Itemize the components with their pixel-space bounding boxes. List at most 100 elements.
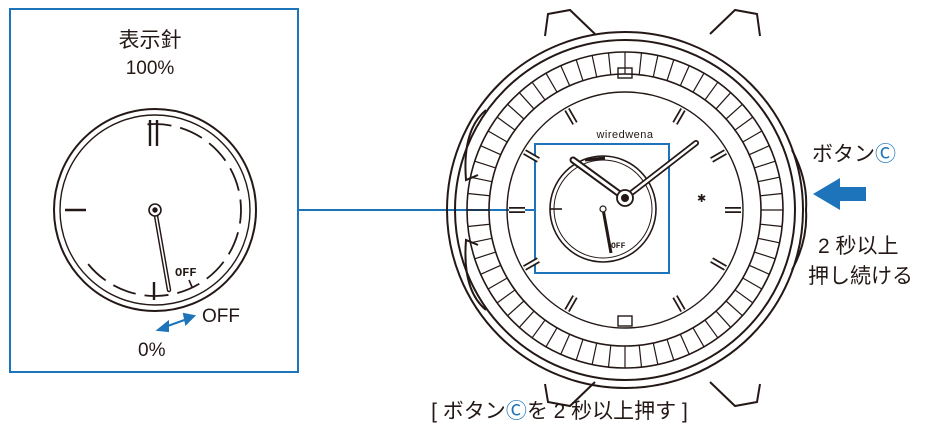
bezel-segment: [748, 264, 770, 275]
caption-prefix: [ ボタン: [431, 400, 506, 423]
watch-button-left-bottom: [464, 238, 487, 311]
bezel-segment: [470, 176, 493, 183]
watch-hands: [569, 140, 699, 207]
bezel-segment: [760, 223, 783, 228]
button-c-mark: Ⓒ: [875, 143, 896, 166]
hour-marker-inner: [673, 108, 685, 125]
bezel-segment: [507, 103, 525, 120]
inset-dial-arc-segment: [112, 284, 136, 295]
bezel-segment: [507, 300, 525, 317]
watch-button-c: [791, 149, 808, 271]
bezel-segment: [607, 345, 612, 368]
bezel-segment: [480, 264, 502, 275]
bezel-segment: [754, 160, 776, 169]
inset-dial-arc-segment: [208, 142, 227, 162]
bezel-segments: [467, 52, 783, 368]
bezel-segment: [467, 223, 490, 228]
hour-marker-inner: [523, 150, 540, 162]
inset-frame: [9, 8, 299, 373]
bezel-segment: [757, 237, 780, 244]
inset-dial-arc-segment: [229, 167, 240, 191]
hour-marker-inner: [710, 150, 727, 162]
bezel-segment: [474, 251, 496, 260]
bezel-segment: [742, 277, 763, 290]
bezel-segment: [591, 55, 598, 78]
inset-dial-arc-segment: [177, 282, 200, 294]
bezel-segment: [470, 237, 493, 244]
bezel-segment: [496, 116, 516, 131]
inset-label-100: 100%: [125, 58, 175, 79]
inset-dial-arc-segment: [87, 263, 107, 282]
inset-title: 表示針: [118, 29, 182, 52]
bezel-segment: [591, 342, 598, 365]
hour-markers: [509, 108, 741, 312]
bezel-segment: [757, 176, 780, 183]
inset-dial-arc-segment: [227, 232, 239, 255]
bezel-segment: [704, 81, 719, 101]
bezel-segment: [518, 92, 535, 110]
bezel-segment: [638, 345, 643, 368]
bezel-segment: [487, 277, 508, 290]
inset-dial-ticks: [65, 120, 242, 300]
hour-marker-inner: [673, 295, 685, 312]
bezel-segment: [725, 300, 743, 317]
inset-dial: [53, 108, 257, 312]
bezel-segment: [480, 145, 502, 156]
watch-brand: wiredwena: [595, 129, 653, 141]
subdial-highlight-box: [534, 143, 670, 274]
bezel-segment: [652, 55, 659, 78]
bezel-segment: [734, 289, 754, 304]
bezel-segment: [748, 145, 770, 156]
bezel-segment: [518, 310, 535, 328]
inset-label-0: 0%: [138, 340, 166, 361]
bezel-segment: [607, 52, 612, 75]
bezel-segment: [560, 333, 571, 355]
bezel-segment: [692, 327, 705, 348]
caption-suffix: を 2 秒以上押す ]: [526, 400, 688, 423]
bezel-segment: [704, 319, 719, 339]
button-c-text: ボタン: [812, 143, 875, 166]
bezel-segment: [560, 65, 571, 87]
hour-marker-inner: [565, 295, 577, 312]
connector-lines: [298, 143, 670, 274]
press-arrow-icon: [813, 178, 866, 210]
bezel-segment: [531, 81, 546, 101]
bezel-segment: [715, 92, 732, 110]
inset-dial-arc-segment: [179, 126, 203, 139]
inset-dial-arc-segment: [206, 261, 225, 280]
bezel-segment: [734, 116, 754, 131]
bezel-segment: [725, 103, 743, 120]
bezel-segment: [474, 160, 496, 169]
bezel-segment: [496, 289, 516, 304]
bluetooth-icon: ✱: [697, 192, 706, 205]
hold-instruction-line2: 押し続ける: [808, 265, 913, 288]
bezel-segment: [754, 251, 776, 260]
bezel-segment: [638, 52, 643, 75]
inset-label-off: OFF: [202, 306, 240, 327]
bezel-segment: [467, 192, 490, 197]
inset-dial-arc-segment: [147, 123, 172, 127]
watch-lugs-top: [544, 8, 761, 37]
bezel-segment: [545, 327, 558, 348]
hour-marker-inner: [565, 108, 577, 125]
bezel-segment: [666, 59, 675, 81]
bezel-segment: [545, 72, 558, 93]
inset-dial-arc-segment: [144, 294, 169, 297]
bezel-segment: [652, 342, 659, 365]
hour-marker-inner: [523, 258, 540, 270]
watch: [446, 8, 808, 408]
bezel-segment: [575, 339, 584, 361]
button-c-label: ボタンⒸ: [812, 138, 896, 168]
watch-subdial-off-text: OFF: [611, 242, 626, 251]
watch-button-left-top: [464, 109, 487, 182]
inset-dial-arc-segment: [239, 199, 242, 224]
bezel-segment: [715, 310, 732, 328]
bezel-segment: [531, 319, 546, 339]
bezel-segment: [742, 130, 763, 143]
bezel-segment: [487, 130, 508, 143]
hold-instruction-line1: 2 秒以上: [818, 235, 899, 258]
bezel-segment: [575, 59, 584, 81]
caption: [ ボタンⒸを 2 秒以上押す ]: [0, 395, 933, 425]
caption-mark: Ⓒ: [505, 400, 527, 423]
